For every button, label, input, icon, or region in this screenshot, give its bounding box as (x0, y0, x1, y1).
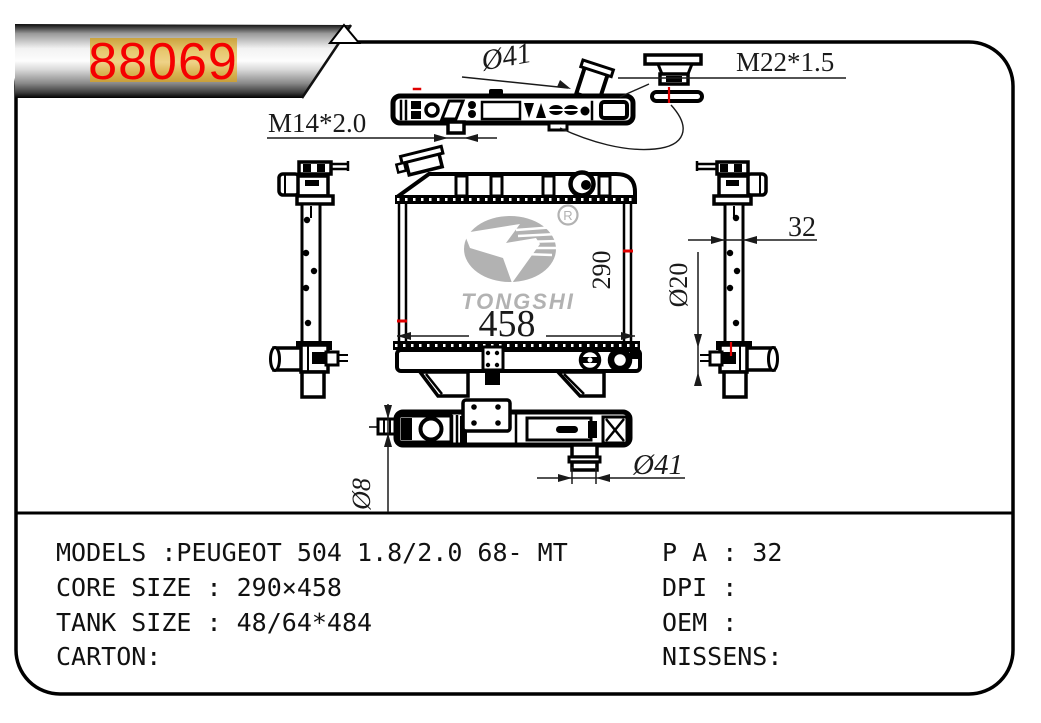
right-side-view-drawing (695, 160, 779, 399)
spec-pa: P A : 32 (662, 538, 782, 567)
cap-gasket (650, 90, 704, 103)
dim-top-inlet: Ø41 (461, 37, 571, 89)
dim-cap-thread: M22*1.5 (618, 47, 846, 79)
side-outlet-label: Ø20 (664, 263, 693, 308)
spec-carton: CARTON: (56, 642, 161, 671)
front-view-drawing: R TONGSHI (393, 144, 642, 398)
tank-depth-label: 32 (788, 212, 816, 243)
registered-mark-letter: R (563, 208, 572, 223)
dim-bottom-outlet: Ø41 (537, 449, 685, 484)
left-side-view-drawing (269, 160, 350, 399)
bottom-outlet-label: Ø41 (632, 449, 683, 481)
part-number-banner: 88069 (15, 23, 362, 99)
spec-nissens: NISSENS: (662, 642, 782, 671)
dim-mount-pin: Ø8 (347, 404, 392, 512)
spec-oem: OEM : (662, 608, 737, 637)
mount-pin-label: Ø8 (347, 478, 376, 511)
brand-name: TONGSHI (461, 289, 575, 314)
dim-core-width: 458 (397, 303, 635, 345)
tongshi-logo: R TONGSHI (461, 204, 579, 314)
cap-thread-label: M22*1.5 (736, 47, 834, 77)
drain-thread-label: M14*2.0 (268, 108, 366, 138)
part-number: 88069 (88, 33, 238, 91)
spec-tank-size: TANK SIZE : 48/64*484 (56, 608, 372, 637)
banner-fold-notch (327, 23, 362, 44)
part-number-plate (90, 38, 237, 82)
top-view-drawing (390, 58, 636, 135)
dim-side-outlet: Ø20 (664, 252, 702, 386)
spec-table: MODELS :PEUGEOT 504 1.8/2.0 68- MT CORE … (56, 538, 782, 671)
bottom-view-drawing (369, 398, 633, 472)
page-frame (14, 40, 1015, 696)
dim-tank-depth: 32 (688, 212, 817, 244)
registered-mark-icon (557, 204, 579, 226)
spec-dpi: DPI : (662, 573, 737, 602)
dim-drain-thread: M14*2.0 (267, 108, 497, 142)
radiator-cap-detail (559, 53, 704, 151)
core-width-label: 458 (479, 303, 536, 345)
spec-models: MODELS :PEUGEOT 504 1.8/2.0 68- MT (56, 538, 568, 567)
spec-core-size: CORE SIZE : 290×458 (56, 573, 342, 602)
core-height-label: 290 (587, 251, 616, 290)
